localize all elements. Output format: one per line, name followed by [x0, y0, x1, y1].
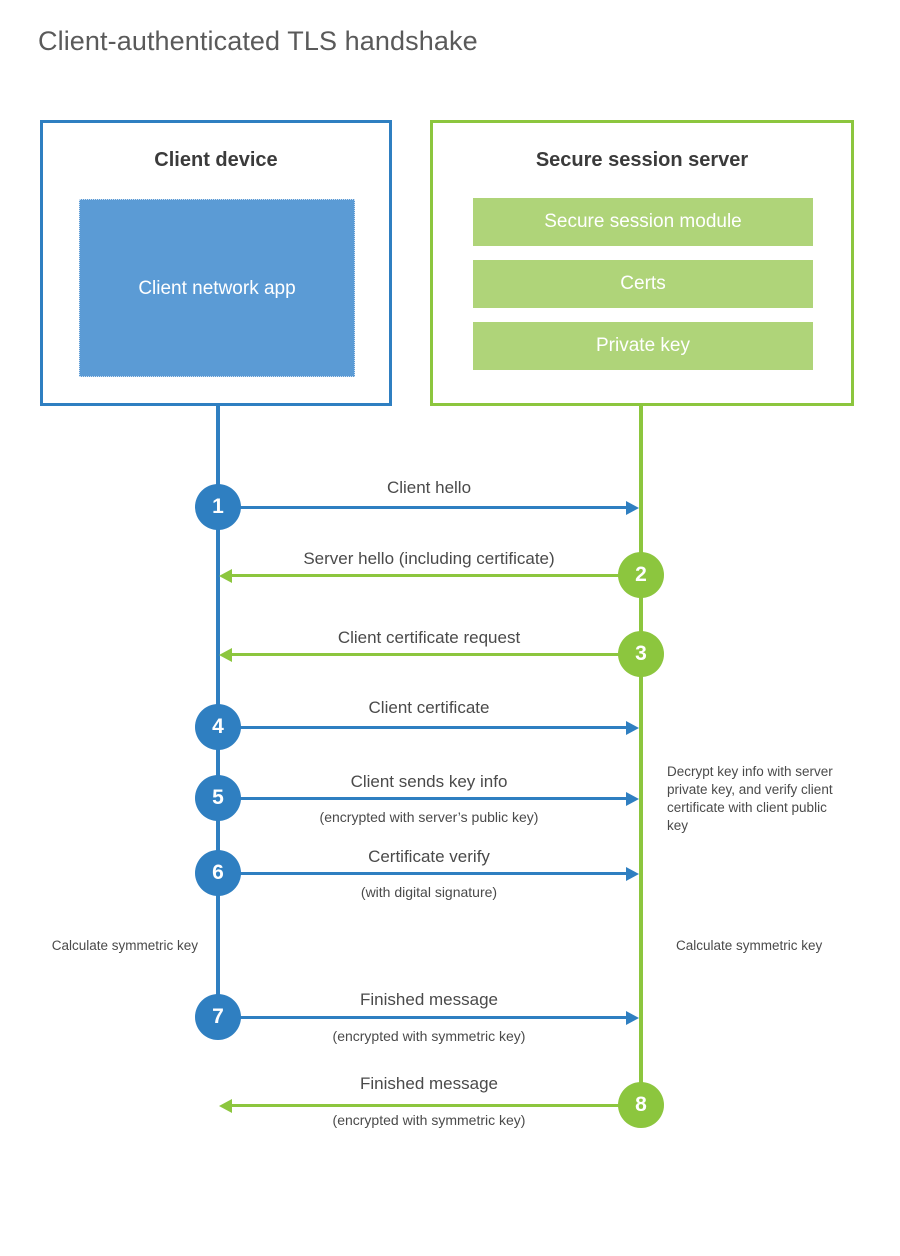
client-device-box: Client device Client network app — [40, 120, 392, 406]
step-8-sublabel: (encrypted with symmetric key) — [332, 1112, 526, 1128]
step-3-circle: 3 — [618, 631, 664, 677]
client-calculate-symmetric-key-note: Calculate symmetric key — [51, 938, 198, 953]
step-5-sublabel: (encrypted with server’s public key) — [319, 809, 539, 825]
step-5-arrow-line — [218, 797, 626, 800]
step-7-arrow-line — [218, 1016, 626, 1019]
step-7-sublabel: (encrypted with symmetric key) — [332, 1028, 526, 1044]
step-1-label: Client hello — [386, 478, 472, 497]
secure-session-server-box: Secure session server Secure session mod… — [430, 120, 854, 406]
step-6-sublabel: (with digital signature) — [360, 884, 498, 900]
secure-session-server-title: Secure session server — [535, 149, 749, 171]
step-7-circle: 7 — [195, 994, 241, 1040]
step-2-arrow-head — [219, 568, 232, 583]
step-3-arrow-line — [232, 653, 641, 656]
server-modules-list: Secure session module Certs Private key — [473, 198, 813, 370]
step-7-arrow-head — [626, 1010, 639, 1025]
step-5-arrow-head — [626, 791, 639, 806]
step-6-arrow-head — [626, 866, 639, 881]
step-2-circle: 2 — [618, 552, 664, 598]
step-8-arrow-head — [219, 1098, 232, 1113]
step-3-arrow-head — [219, 647, 232, 662]
step-8-circle: 8 — [618, 1082, 664, 1128]
step-4-arrow-line — [218, 726, 626, 729]
step-6-label: Certificate verify — [368, 847, 490, 866]
step-1-circle: 1 — [195, 484, 241, 530]
client-device-title: Client device — [154, 149, 278, 171]
step-6-circle: 6 — [195, 850, 241, 896]
step-3-label: Client certificate request — [337, 628, 521, 647]
step-2-label: Server hello (including certificate) — [303, 549, 555, 568]
step-5-label: Client sends key info — [350, 772, 508, 791]
step-8-label: Finished message — [360, 1074, 498, 1093]
step-7-label: Finished message — [360, 990, 498, 1009]
client-network-app-block: Client network app — [79, 199, 355, 377]
step-5-circle: 5 — [195, 775, 241, 821]
step-8-arrow-line — [232, 1104, 641, 1107]
server-module-private-key: Private key — [473, 322, 813, 370]
server-decrypt-note: Decrypt key info with server private key… — [667, 764, 833, 833]
step-4-arrow-head — [626, 720, 639, 735]
step-4-label: Client certificate — [368, 698, 490, 717]
step-1-arrow-line — [218, 506, 626, 509]
server-lifeline — [639, 405, 643, 1107]
step-1-arrow-head — [626, 500, 639, 515]
server-module-secure-session-module: Secure session module — [473, 198, 813, 246]
server-module-certs: Certs — [473, 260, 813, 308]
server-calculate-symmetric-key-note: Calculate symmetric key — [676, 938, 823, 953]
step-4-circle: 4 — [195, 704, 241, 750]
step-2-arrow-line — [232, 574, 641, 577]
step-6-arrow-line — [218, 872, 626, 875]
page-title: Client-authenticated TLS handshake — [38, 26, 478, 56]
